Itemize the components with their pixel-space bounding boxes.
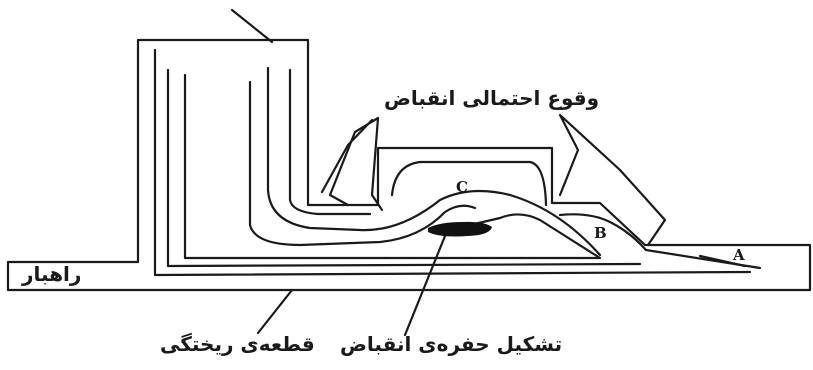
point-a-label: A [733, 246, 745, 264]
shrinkage-arrow-right [558, 113, 667, 247]
top-leader-line [230, 8, 274, 44]
probable-shrinkage-label: وقوع احتمالی انقباض [384, 86, 600, 110]
inner-flow-line [248, 80, 477, 247]
riser-curve-1 [266, 66, 602, 257]
cavity-leader-line [403, 234, 447, 337]
casting-outline-1 [153, 48, 752, 277]
casting-outline-3 [183, 73, 602, 260]
mold-cavity-contour [390, 160, 548, 207]
riser-curve-2 [288, 68, 372, 216]
shrinkage-cavity-label: تشکیل حفره‌ی انقباض [340, 332, 563, 356]
casting-leader-line [256, 288, 294, 335]
shrinkage-cavity [428, 221, 492, 237]
casting-part-label: قطعه‌ی ریختگی [160, 332, 315, 356]
point-c-label: C [456, 178, 468, 196]
point-b-label: B [594, 224, 607, 242]
runner-label: راهبار [22, 262, 82, 286]
a-leader-line [698, 254, 747, 268]
shrinkage-arrow-tip-left [320, 118, 374, 194]
mold-outline [6, 38, 812, 292]
casting-outline-2 [166, 68, 642, 268]
flow-contour-b [558, 213, 762, 270]
